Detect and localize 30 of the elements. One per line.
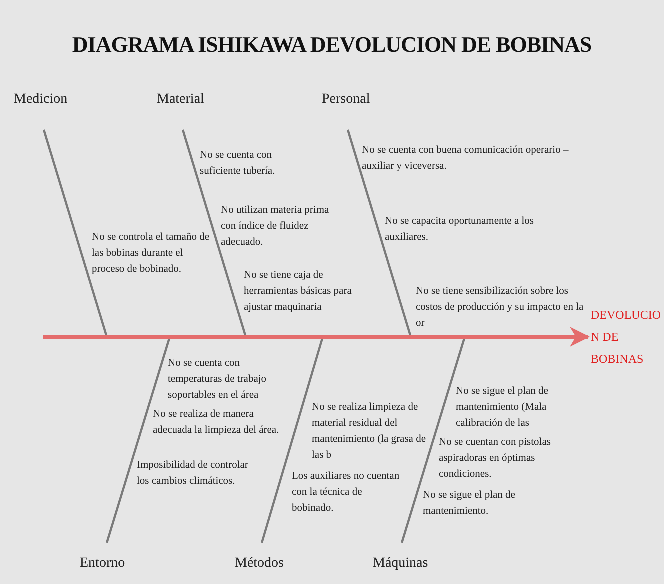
- bone-line: [106, 336, 172, 544]
- cause-text: Imposibilidad de controlar los cambios climáticos.: [137, 459, 250, 489]
- cause-text: No se tiene sensibilización sobre los costos de producción y su impacto en la or: [416, 285, 585, 331]
- cause-text: No se sigue el plan de mantenimiento (Mala calibración de las: [456, 385, 550, 431]
- category-label: Material: [157, 92, 204, 108]
- cause-text: No se realiza limpieza de material residual del mantenimiento (la grasa de las b: [312, 401, 427, 463]
- cause-text: No se cuenta con temperaturas de trabajo soportables en el área: [168, 357, 268, 403]
- cause-text: No utilizan materia prima con índice de fluidez adecuado.: [221, 204, 330, 250]
- cause-text: No se realiza de manera adecuada la limpieza del área.: [153, 408, 280, 438]
- spine-arrow: [43, 327, 590, 347]
- cause-text: No se tiene caja de herramientas básicas para ajustar maquinaria: [244, 269, 353, 315]
- cause-text: No se sigue el plan de mantenimiento.: [423, 489, 516, 519]
- category-label: Entorno: [80, 556, 126, 572]
- bone-line: [182, 130, 248, 338]
- category-label: Métodos: [235, 556, 284, 572]
- bone-line: [400, 336, 466, 544]
- category-label: Personal: [322, 92, 370, 108]
- category-label: Máquinas: [373, 556, 428, 572]
- category-label: Medicion: [14, 92, 68, 108]
- cause-text: No se controla el tamaño de las bobinas durante el proceso de bobinado.: [92, 231, 210, 277]
- cause-text: No se capacita oportunamente a los auxiliares.: [385, 215, 535, 245]
- bone-line: [260, 336, 324, 544]
- cause-text: No se cuenta con suficiente tubería.: [200, 149, 276, 179]
- bone-line: [42, 130, 108, 338]
- cause-text: Los auxiliares no cuentan con la técnica de bobinado.: [292, 470, 400, 516]
- effect-label: DEVOLUCIO N DE BOBINAS: [591, 304, 663, 370]
- diagram-title: DIAGRAMA ISHIKAWA DEVOLUCION DE BOBINAS: [71, 32, 593, 58]
- bone-line: [346, 130, 412, 338]
- cause-text: No se cuentan con pistolas aspiradoras en óptimas condiciones.: [439, 436, 552, 482]
- cause-text: No se cuenta con buena comunicación operario – auxiliar y viceversa.: [362, 144, 570, 174]
